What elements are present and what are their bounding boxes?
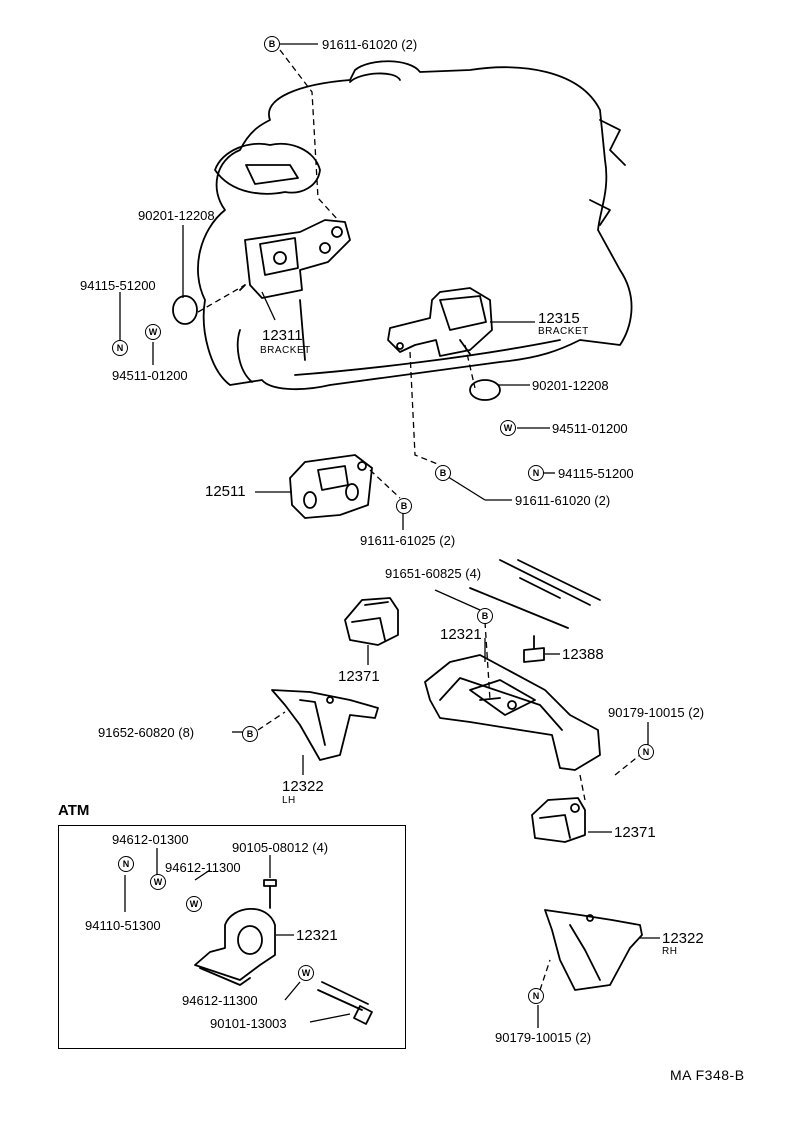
callout-12371-lower: 12371 (614, 824, 656, 841)
leader-line (284, 981, 301, 1001)
atm-mount-12321 (194, 907, 276, 986)
callout-12322-lh-side: LH (282, 795, 296, 806)
atm-bolt-90101 (317, 981, 373, 1025)
nut-symbol: N (528, 465, 544, 481)
atm-inset-frame (58, 825, 406, 1049)
callout-12511: 12511 (205, 483, 246, 500)
assembly-dash (257, 711, 286, 731)
figure-code: MA F348-B (670, 1067, 745, 1083)
washer-90201-left (172, 295, 198, 325)
bolt-symbol: B (396, 498, 412, 514)
callout-12322-lh: 12322 (282, 778, 324, 795)
bolt-symbol: B (242, 726, 258, 742)
callout-90201-12208-right: 90201-12208 (532, 378, 609, 393)
callout-94511-01200-left: 94511-01200 (112, 368, 188, 383)
callout-91611-61025: 91611-61025 (2) (360, 533, 456, 548)
assembly-dash (539, 959, 551, 991)
washer-symbol: W (186, 896, 202, 912)
mount-12371-lower (531, 797, 586, 843)
atm-callout-94612-01300: 94612-01300 (112, 832, 189, 847)
assembly-dash (409, 351, 441, 466)
callout-12371-upper: 12371 (338, 668, 380, 685)
atm-bolt-90105 (263, 879, 277, 909)
washer-symbol: W (145, 324, 161, 340)
bolt-12388 (523, 635, 545, 663)
mount-12371-upper (344, 597, 399, 646)
callout-12311: 12311 (262, 327, 303, 344)
leader-line (309, 1013, 351, 1023)
callout-94115-51200-right: 94115-51200 (558, 466, 634, 481)
callout-12322-rh: 12322 (662, 930, 704, 947)
nut-symbol: N (528, 988, 544, 1004)
leader-line (194, 869, 211, 881)
callout-12322-rh-side: RH (662, 946, 678, 957)
callout-91651-60825: 91651-60825 (4) (385, 566, 482, 581)
assembly-dash (614, 754, 641, 776)
bracket-12322-lh (271, 689, 379, 761)
atm-callout-90101-13003: 90101-13003 (210, 1016, 287, 1031)
assembly-dash (369, 469, 401, 499)
bracket-12315 (387, 287, 493, 357)
engine-block (197, 60, 633, 390)
callout-90201-12208-left: 90201-12208 (138, 208, 215, 223)
bracket-12311 (239, 219, 351, 299)
bolt-symbol: B (264, 36, 280, 52)
callout-90179-10015-lower: 90179-10015 (2) (495, 1030, 592, 1045)
leader-line (444, 474, 486, 501)
atm-callout-94612-11300-bottom: 94612-11300 (182, 993, 258, 1008)
nut-symbol: N (112, 340, 128, 356)
washer-90201-right (469, 379, 501, 401)
callout-90179-10015-upper: 90179-10015 (2) (608, 705, 705, 720)
callout-12321: 12321 (440, 626, 482, 643)
assembly-dash (279, 49, 339, 221)
nut-symbol: N (118, 856, 134, 872)
callout-94511-01200-right: 94511-01200 (552, 421, 628, 436)
frame-rails (469, 559, 601, 629)
callout-91652-60820: 91652-60820 (8) (98, 725, 195, 740)
leader-line (434, 589, 481, 611)
assembly-dash (484, 621, 491, 701)
washer-symbol: W (150, 874, 166, 890)
callout-12388: 12388 (562, 646, 604, 663)
callout-12311-bracket: BRACKET (260, 345, 311, 356)
callout-91611-61020-right: 91611-61020 (2) (515, 493, 611, 508)
nut-symbol: N (638, 744, 654, 760)
callout-94115-51200-left: 94115-51200 (80, 278, 156, 293)
assembly-dash (464, 344, 476, 389)
callout-12315: 12315 (538, 310, 580, 327)
atm-callout-12321: 12321 (296, 927, 338, 944)
bracket-12322-rh (544, 909, 643, 991)
assembly-dash (197, 284, 246, 313)
crossmember-12321 (424, 654, 601, 771)
washer-symbol: W (298, 965, 314, 981)
atm-callout-94110-51300: 94110-51300 (85, 918, 161, 933)
mount-12511 (289, 454, 373, 519)
leader-line (261, 291, 276, 321)
washer-symbol: W (500, 420, 516, 436)
atm-heading: ATM (58, 802, 90, 819)
bolt-symbol: B (477, 608, 493, 624)
atm-callout-94612-11300-top: 94612-11300 (165, 860, 241, 875)
callout-12315-bracket: BRACKET (538, 326, 589, 337)
atm-callout-90105-08012: 90105-08012 (4) (232, 840, 329, 855)
callout-91611-61020-top: 91611-61020 (2) (322, 37, 418, 52)
assembly-dash (579, 774, 586, 801)
bolt-symbol: B (435, 465, 451, 481)
